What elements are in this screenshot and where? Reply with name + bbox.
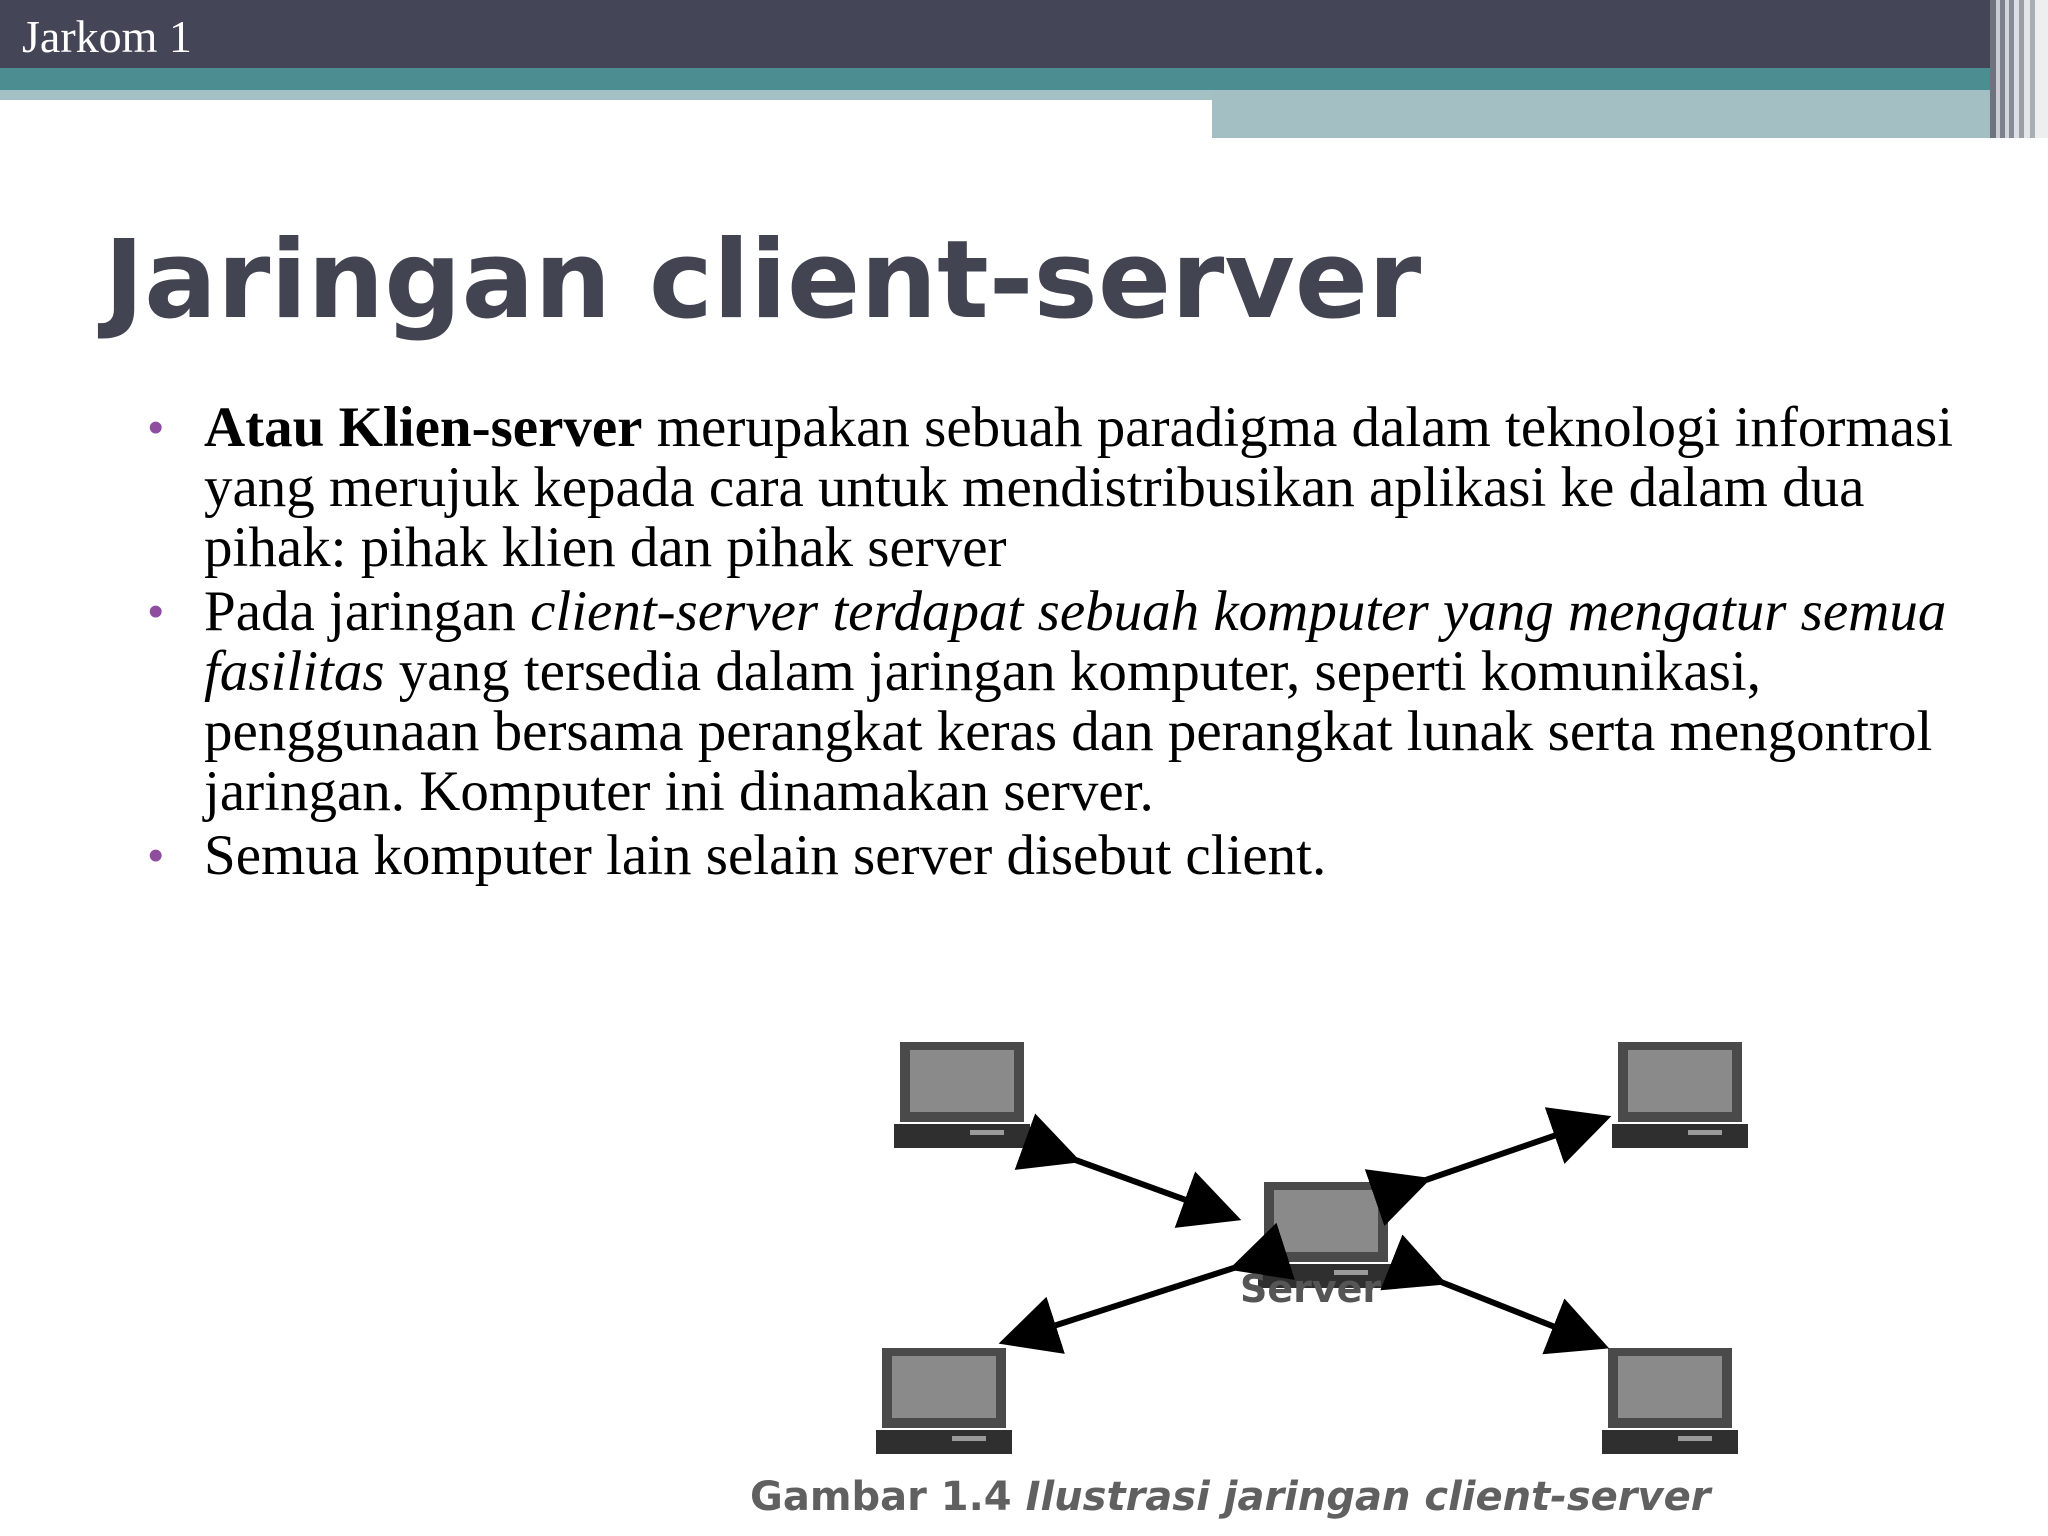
bullet-text: Pada jaringan	[204, 580, 531, 643]
client-laptop-icon	[876, 1348, 1012, 1454]
header-stripe-teal	[0, 68, 1990, 90]
figure-caption: Gambar 1.4 Ilustrasi jaringan client-ser…	[750, 1474, 1713, 1520]
bullet-item: • Pada jaringan client-server terdapat s…	[148, 582, 1958, 822]
bullet-dot-icon: •	[148, 587, 164, 636]
figure-caption-prefix: Gambar 1.4	[750, 1474, 1026, 1520]
connection-arrow	[1364, 1107, 1612, 1226]
bullet-text: merupakan sebuah paradigma dalam teknolo…	[204, 396, 1954, 579]
bullet-dot-icon: •	[148, 403, 164, 452]
bullet-list: • Atau Klien-server merupakan sebuah par…	[148, 398, 1958, 890]
header-stripe-light	[0, 90, 1212, 100]
header-stripe-light-block	[1212, 90, 1990, 138]
connection-arrow	[998, 1222, 1295, 1354]
client-laptop-icon	[1602, 1348, 1738, 1454]
client-laptop-icon	[894, 1042, 1030, 1148]
connection-arrow	[1014, 1113, 1242, 1228]
header-title: Jarkom 1	[22, 11, 192, 62]
header-bar: Jarkom 1	[0, 0, 2048, 68]
slide-title: Jaringan client-server	[104, 218, 1422, 343]
bullet-bold-text: Atau Klien-server	[204, 396, 643, 459]
client-laptop-icon	[1612, 1042, 1748, 1148]
bullet-text: yang tersedia dalam jaringan komputer, s…	[204, 640, 1933, 823]
network-diagram: Server Gambar 1.4 Ilustrasi jaringan cli…	[750, 1030, 1880, 1530]
connection-arrow	[1380, 1234, 1610, 1355]
bullet-dot-icon: •	[148, 831, 164, 880]
bullet-item: • Semua komputer lain selain server dise…	[148, 826, 1958, 886]
figure-caption-italic: Ilustrasi jaringan client-server	[1026, 1474, 1713, 1520]
bullet-item: • Atau Klien-server merupakan sebuah par…	[148, 398, 1958, 578]
server-label: Server	[1240, 1267, 1381, 1311]
bullet-text: Semua komputer lain selain server disebu…	[204, 824, 1327, 887]
header-edge-lines	[1990, 0, 2048, 138]
bullet-italic-text: client-server terdapat sebuah komputer y…	[204, 580, 1947, 703]
network-diagram-figure: Server Gambar 1.4 Ilustrasi jaringan cli…	[750, 1042, 1748, 1520]
